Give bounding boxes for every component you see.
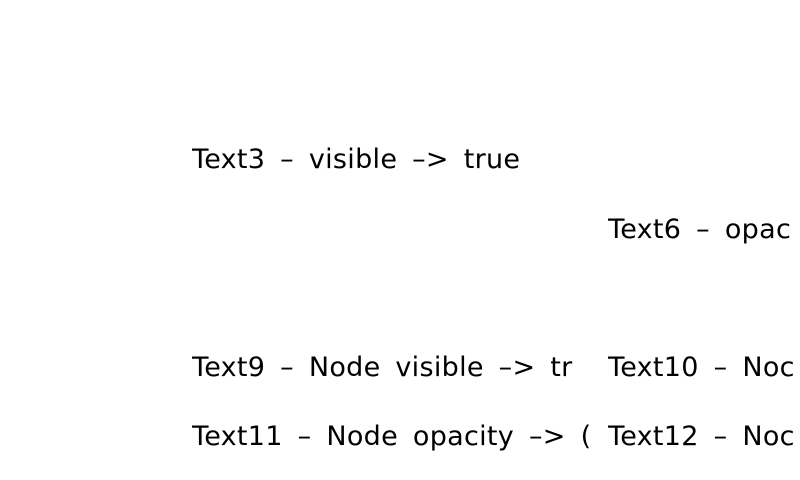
text10-label: Text10 – Noc [608,352,795,383]
text9-label: Text9 – Node visible –> tr [192,352,573,383]
text3-label: Text3 – visible –> true [192,144,521,175]
text6-label: Text6 – opac [608,214,792,245]
text11-label: Text11 – Node opacity –> ( [192,421,592,452]
text12-label: Text12 – Noc [608,421,795,452]
